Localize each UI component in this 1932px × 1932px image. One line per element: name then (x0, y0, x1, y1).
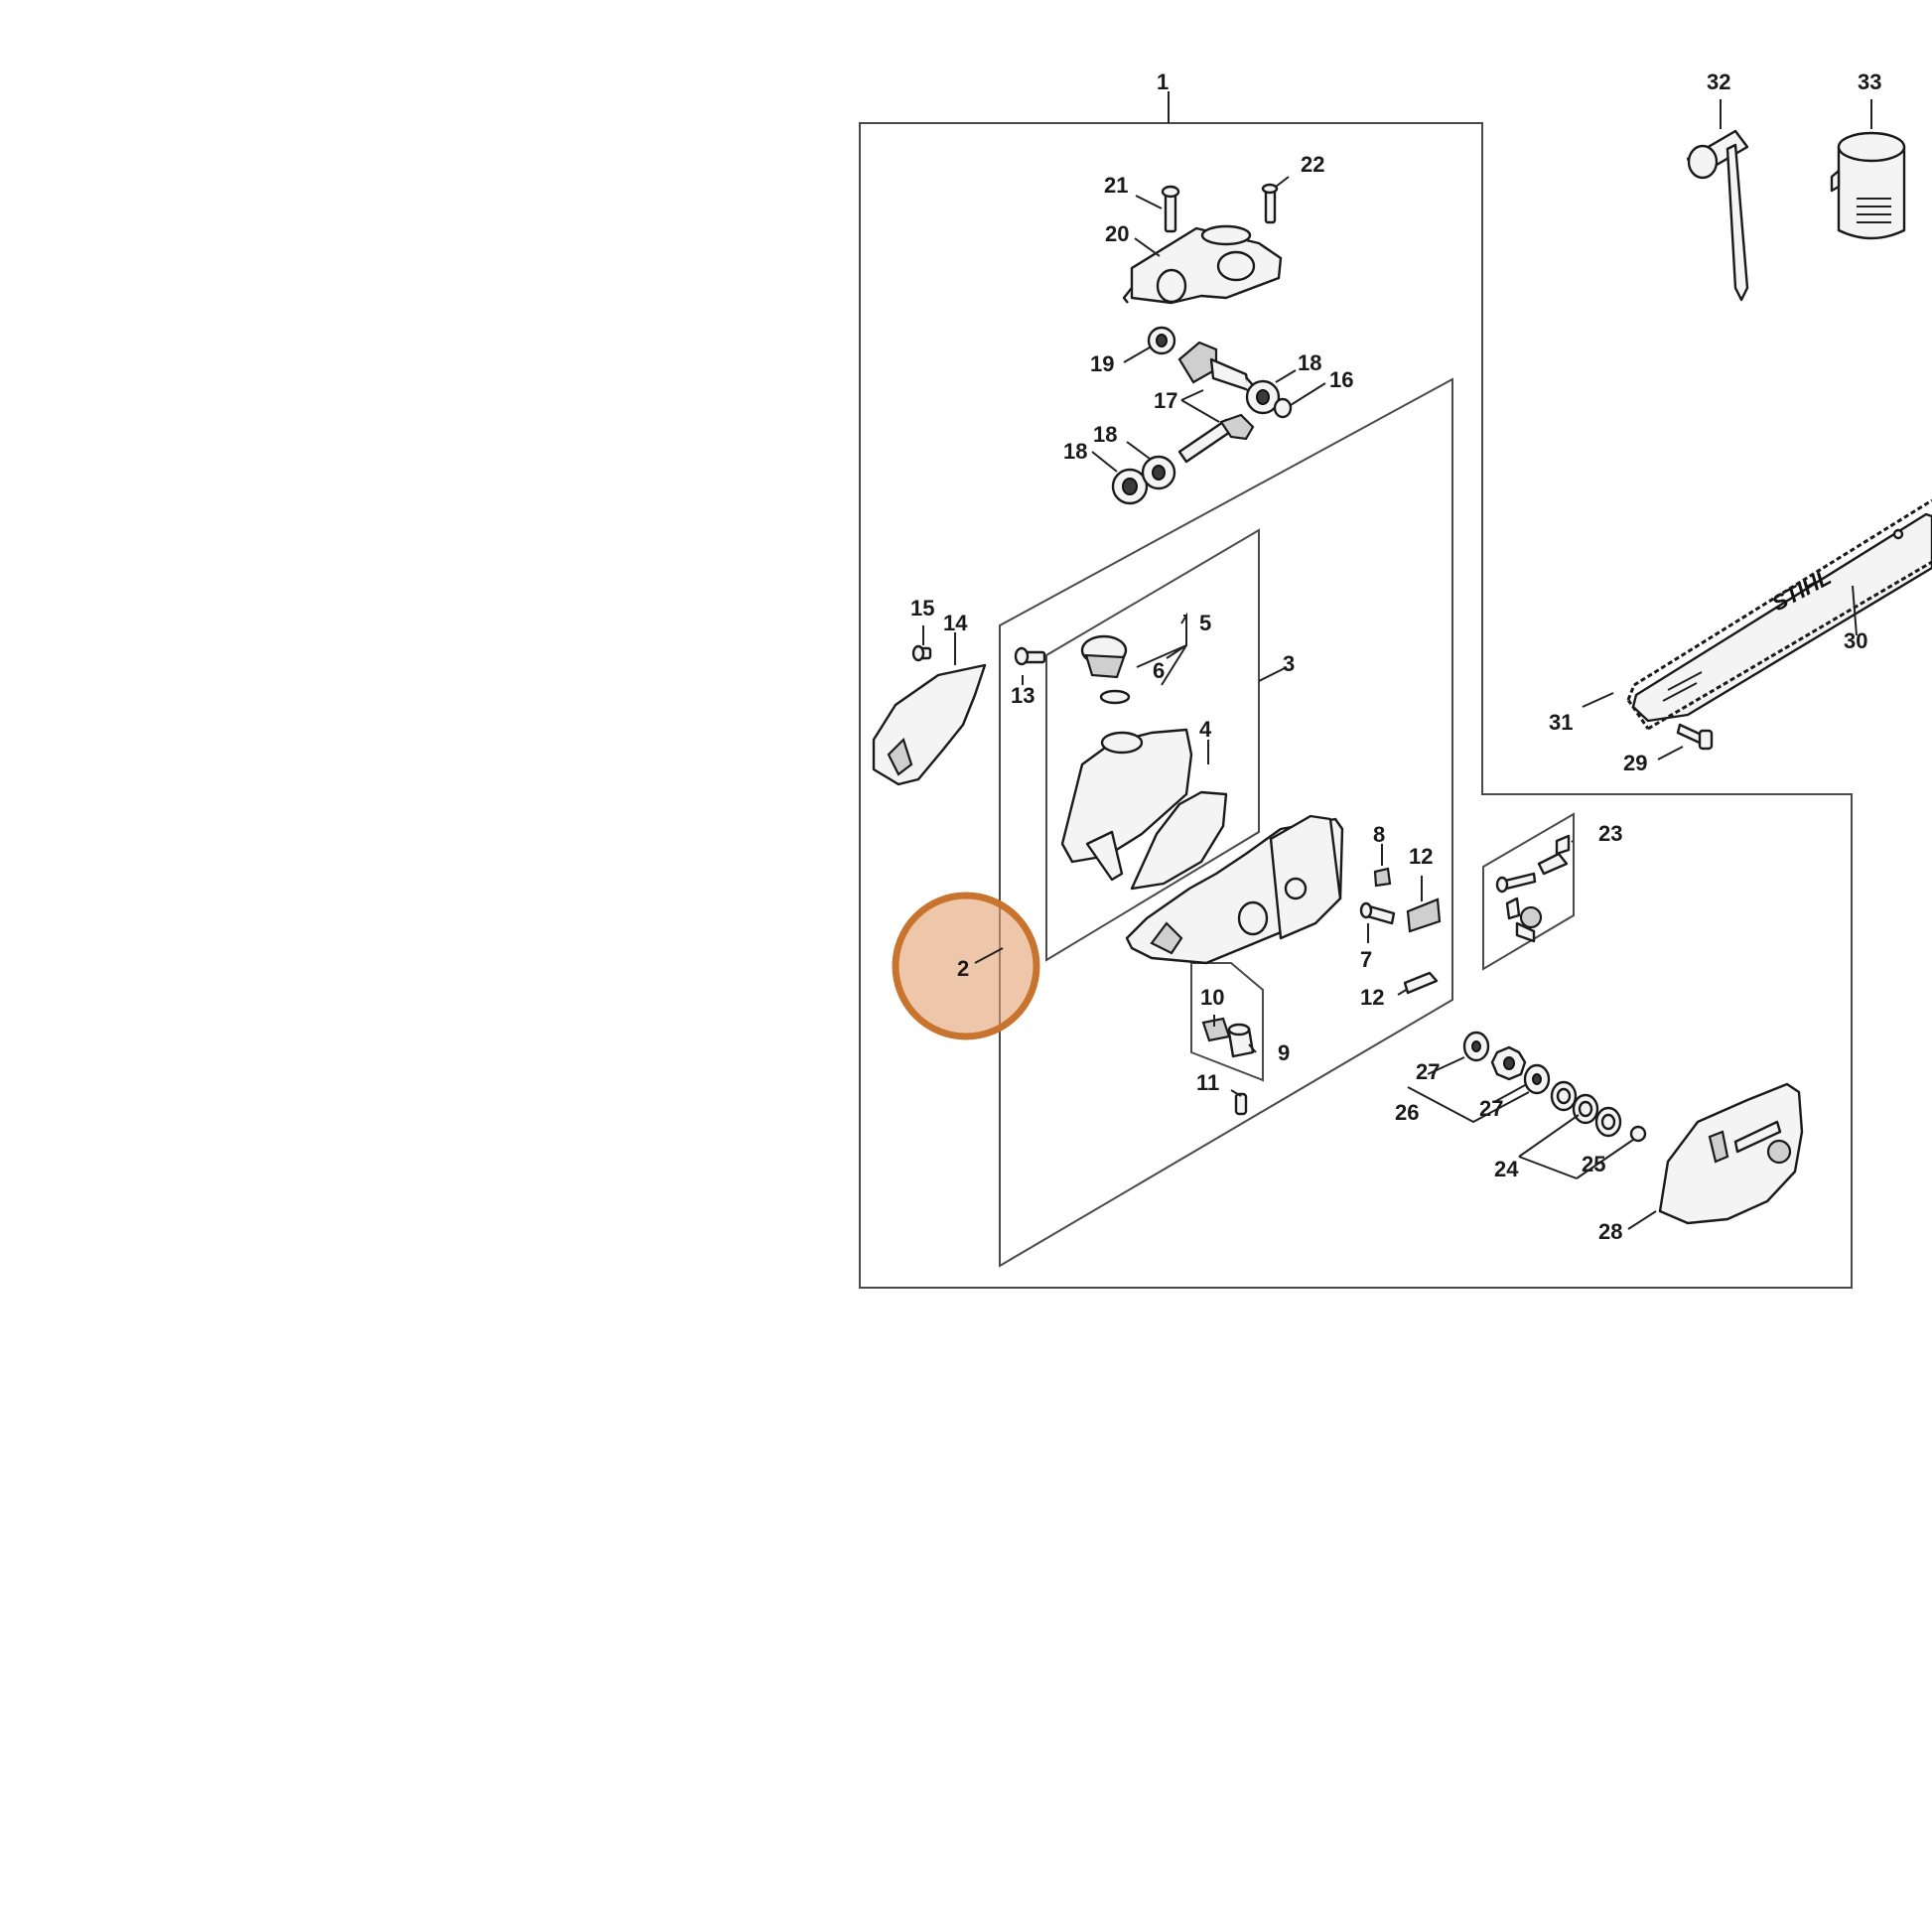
callout-labels: 1 2 3 4 5 6 7 8 9 10 11 12 12 13 14 15 1… (910, 69, 1881, 1244)
saw-chain-31 (1626, 498, 1932, 731)
callout-26[interactable]: 26 (1395, 1100, 1419, 1125)
callout-22[interactable]: 22 (1301, 152, 1324, 177)
washer-27b (1523, 1063, 1551, 1095)
callout-7[interactable]: 7 (1360, 947, 1372, 972)
group-frame-23 (1482, 812, 1575, 971)
screw-21 (1161, 185, 1180, 233)
bearing-19 (1147, 326, 1176, 355)
ring-16 (1273, 397, 1293, 419)
callout-17[interactable]: 17 (1154, 388, 1177, 413)
callout-10[interactable]: 10 (1200, 985, 1224, 1010)
leader-lines (922, 91, 1872, 1230)
assembly-frame-3 (999, 377, 1453, 1268)
highlight-callout-2[interactable] (892, 892, 1040, 1040)
callout-8[interactable]: 8 (1373, 822, 1385, 847)
screw-25 (1629, 1125, 1647, 1143)
oil-cap-5 (1080, 634, 1128, 679)
washer-24b (1572, 1093, 1599, 1125)
assembly-frame-1 (859, 122, 1853, 1289)
callout-4[interactable]: 4 (1199, 717, 1212, 742)
gasket-4 (1130, 790, 1228, 891)
callout-25[interactable]: 25 (1582, 1152, 1605, 1176)
gear-housing-top (1122, 224, 1283, 305)
stud-29 (1676, 723, 1714, 751)
callout-5[interactable]: 5 (1199, 611, 1211, 635)
assembly-frame-inner-3 (1045, 528, 1260, 962)
callout-27-lower[interactable]: 27 (1479, 1096, 1503, 1121)
callout-11[interactable]: 11 (1196, 1070, 1219, 1095)
callout-9[interactable]: 9 (1278, 1040, 1290, 1065)
callout-3[interactable]: 3 (1283, 651, 1295, 676)
callout-30[interactable]: 30 (1844, 628, 1867, 653)
callout-24[interactable]: 24 (1494, 1157, 1519, 1181)
valve-9 (1227, 1023, 1255, 1058)
washer-24c (1594, 1106, 1622, 1138)
callout-21[interactable]: 21 (1104, 173, 1128, 198)
callout-12-upper[interactable]: 12 (1409, 844, 1433, 869)
grease-tube-33 (1830, 131, 1906, 240)
callout-14[interactable]: 14 (943, 611, 968, 635)
sprocket-cover-28 (1658, 1082, 1804, 1225)
callout-29[interactable]: 29 (1623, 751, 1647, 775)
slide-12-upper (1406, 897, 1442, 933)
bearing-18-right (1245, 379, 1281, 415)
callout-32[interactable]: 32 (1707, 69, 1730, 94)
screw-15 (911, 644, 932, 662)
screw-22 (1261, 183, 1279, 224)
leader-2 (974, 947, 1004, 964)
cover-14 (872, 663, 987, 786)
callout-2[interactable]: 2 (957, 956, 969, 981)
guide-bar-30: STIHL (1631, 512, 1932, 723)
callout-31[interactable]: 31 (1549, 710, 1573, 735)
pin-11 (1234, 1092, 1248, 1116)
callout-1[interactable]: 1 (1157, 69, 1169, 94)
combination-wrench-32 (1686, 129, 1749, 302)
spring-10 (1201, 1017, 1231, 1042)
callout-13[interactable]: 13 (1011, 683, 1035, 708)
slide-12-lower (1403, 971, 1439, 995)
washer-24a (1550, 1080, 1578, 1112)
callout-16[interactable]: 16 (1329, 367, 1353, 392)
callout-18-left[interactable]: 18 (1063, 439, 1087, 464)
screw-13 (1014, 646, 1046, 666)
o-ring-6 (1099, 689, 1131, 705)
callout-20[interactable]: 20 (1105, 221, 1129, 246)
tensioner-group-23 (1495, 834, 1571, 943)
callout-23[interactable]: 23 (1598, 821, 1622, 846)
sprocket-26 (1490, 1045, 1527, 1081)
callout-28[interactable]: 28 (1598, 1219, 1622, 1244)
callout-18-mid[interactable]: 18 (1093, 422, 1117, 447)
callout-18-right[interactable]: 18 (1298, 350, 1321, 375)
bearing-18-lower-a (1111, 468, 1149, 505)
bearing-18-lower-b (1141, 455, 1176, 490)
callout-33[interactable]: 33 (1858, 69, 1881, 94)
spring-8 (1373, 867, 1392, 888)
washer-27a (1462, 1031, 1490, 1062)
callout-15[interactable]: 15 (910, 596, 934, 621)
callout-12-lower[interactable]: 12 (1360, 985, 1384, 1010)
stud-7 (1359, 901, 1396, 925)
callout-6[interactable]: 6 (1153, 658, 1165, 683)
oil-tank-3 (1060, 728, 1193, 882)
callout-19[interactable]: 19 (1090, 351, 1114, 376)
shaft-17-lower (1177, 413, 1255, 464)
callout-27-upper[interactable]: 27 (1416, 1059, 1440, 1084)
gearbox-housing-2 (1125, 814, 1344, 965)
bevel-gear-shaft-17 (1177, 341, 1255, 392)
group-frame-9-10 (1190, 962, 1264, 1082)
